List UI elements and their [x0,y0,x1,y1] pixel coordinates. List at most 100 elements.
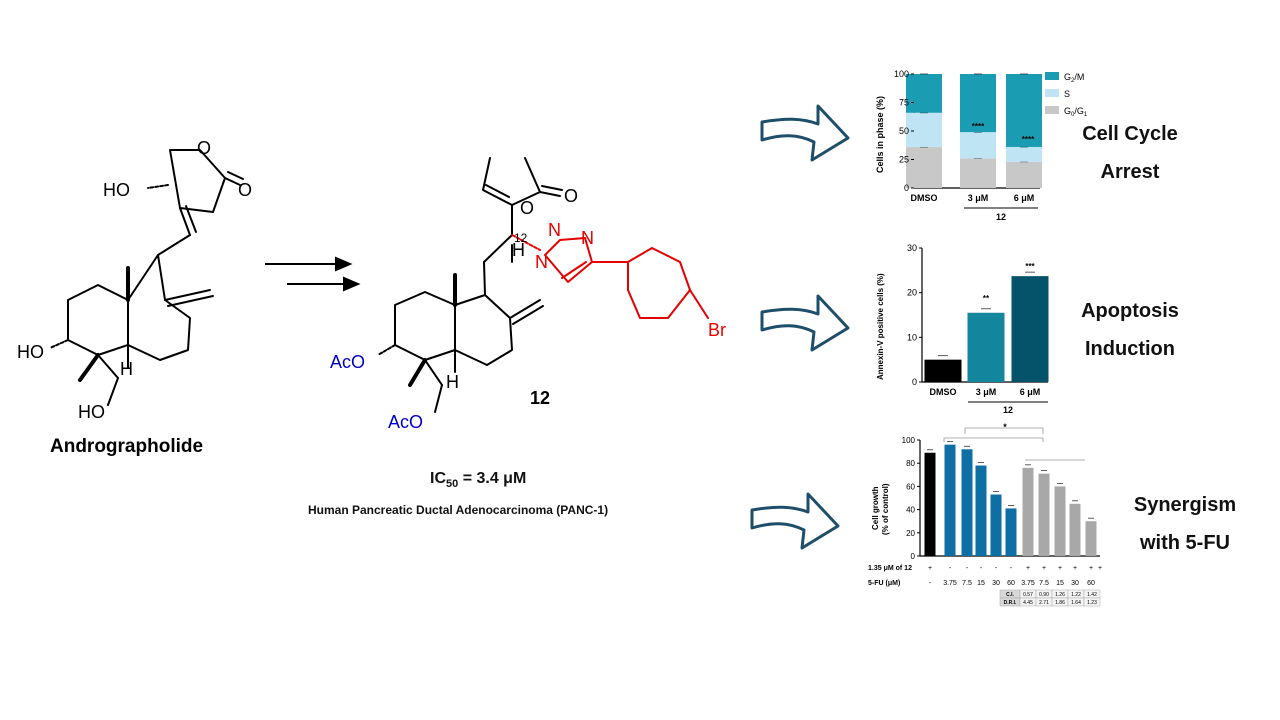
synergism-table-dri-value: 2.71 [1039,600,1049,606]
andrographolide-structure [49,149,244,406]
apoptosis-ylabel: Annexin-V positive cells (%) [876,273,885,380]
n3-label: N [581,228,594,248]
synergism-ytick-label: 20 [906,529,915,538]
br-label: Br [708,320,726,340]
synergism-bar [924,452,936,556]
synergism-ytick-label: 40 [906,506,915,515]
o-ring-label: O [197,138,211,158]
synergism-table-ci-value: 1.22 [1071,592,1081,598]
apoptosis-bar [924,359,962,382]
synergism-significance: * [1003,422,1007,432]
synergism-bar [1054,486,1066,556]
n1-label: N [535,252,548,272]
legend-g2m: G2/M [1064,72,1084,84]
apoptosis-ytick-label: 10 [907,332,917,342]
o-ring-label-12: O [520,198,534,218]
synergism-row1-value: + [1026,565,1030,572]
synergism-bar [975,465,987,556]
legend-s-swatch [1045,89,1059,97]
cell-cycle-ytick-label: 0 [904,183,909,193]
cell-cycle-ytick-label: 100 [894,69,909,79]
legend-g0g1-swatch [1045,106,1059,114]
synergism-row1-value: + [1089,565,1093,572]
synergism-ylabel: Cell growth [871,486,880,530]
synergism-table-ci-label: C.I. [1006,592,1014,598]
synergism-row1-label: 1.35 μM of 12 [868,565,912,572]
cell-cycle-ytick-label: 75 [899,98,909,108]
n2-label: N [548,220,561,240]
synergism-table-dri-value: 1.23 [1087,600,1097,606]
synergism-row2-value: 30 [1071,580,1079,587]
synergism-row2-value: 7.5 [1039,580,1049,587]
compound-12-structure [377,157,563,413]
apoptosis-annotation-3um: ** [983,294,990,303]
synergism-row1-value: - [949,565,952,572]
synergism-table-dri-value: 4.45 [1023,600,1033,606]
synergism-ylabel2: (% of control) [881,483,890,535]
arrow-cell-cycle [760,104,850,162]
synergism-bar [1022,467,1034,556]
legend-g2m-swatch [1045,72,1059,80]
compound-number: 12 [530,388,550,408]
synergism-ytick-label: 0 [911,552,916,561]
apoptosis-bar [1011,276,1049,382]
synergism-bar [1085,521,1097,556]
apoptosis-category-3um: 3 μM [976,387,997,397]
synergism-row2-value: - [929,580,932,587]
synergism-row1-value: + [1058,565,1062,572]
cell-cycle-bar-segment [1006,161,1042,188]
synergism-row2-label: 5-FU (μM) [868,580,900,587]
cell-cycle-bar-segment [906,146,942,188]
apoptosis-ytick-label: 0 [912,377,917,387]
arrow-apoptosis [760,294,850,352]
aco-bottom-label: AcO [388,412,423,432]
synergism-bar [990,494,1002,556]
synergism-row1-value: - [966,565,969,572]
aco-top-label: AcO [330,352,365,372]
synergism-table-dri-value: 1.64 [1071,600,1081,606]
cell-cycle-annotation-3um: **** [972,122,985,131]
synergism-table-dri-label: D.R.I. [1004,600,1017,606]
apoptosis-ytick-label: 20 [907,288,917,298]
cell-cycle-bar-segment [1006,146,1042,162]
legend-g0g1: G0/G1 [1064,106,1088,118]
legend-s: S [1064,89,1070,99]
cell-line-label: Human Pancreatic Ductal Adenocarcinoma (… [308,503,609,517]
synergism-row2-value: 60 [1087,580,1095,587]
cell-cycle-bar-segment [906,74,942,113]
synergism-table-ci-value: 0.90 [1039,592,1049,598]
cell-cycle-bar-segment [1006,74,1042,147]
synergism-ytick-label: 100 [902,436,916,445]
o-carbonyl-label-12: O [564,186,578,206]
cell-cycle-bar-segment [960,132,996,159]
apoptosis-category-6um: 6 μM [1020,387,1041,397]
synergism-table-ci-value: 1.42 [1087,592,1097,598]
synthesis-scheme: HO O O HO H HO Andrographolide [17,138,726,457]
synergism-row1-value: - [995,565,998,572]
synergism-row2-value: 15 [977,580,985,587]
o-carbonyl-label: O [238,180,252,200]
h-ring-label-12: H [446,372,459,392]
synergism-row2-value: 7.5 [962,580,972,587]
synergism-row2-value: 30 [992,580,1000,587]
synergism-bar [944,444,956,556]
synergism-table-ci-value: 0.57 [1023,592,1033,598]
h-label: H [120,359,133,379]
cell-cycle-category-dmso: DMSO [911,193,938,203]
synergism-table-dri-value: 1.86 [1055,600,1065,606]
synergism-chart: Cell growth (% of control) 020406080100 … [868,422,1102,607]
triazole-bromophenyl [511,234,709,319]
arrow-synergism [750,492,840,550]
synergism-row2-value: 60 [1007,580,1015,587]
synergism-table-ci-value: 1.26 [1055,592,1065,598]
synergism-row1-value: + [1098,565,1102,572]
ho-top-label: HO [103,180,130,200]
cell-cycle-annotation-6um: **** [1022,135,1035,144]
cell-cycle-ytick-label: 25 [899,155,909,165]
ic50-value: IC50 = 3.4 μM [430,470,527,491]
ho-left-label: HO [17,342,44,362]
